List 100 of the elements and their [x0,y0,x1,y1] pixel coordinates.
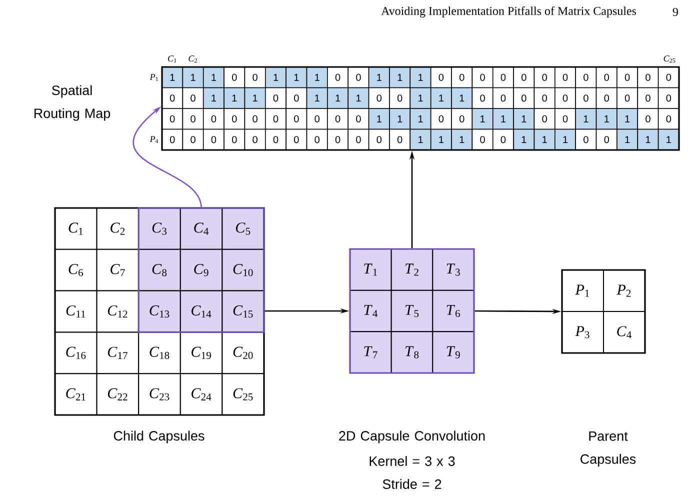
matrix-cell: 0 [265,87,286,109]
matrix-cell: 0 [596,87,618,109]
capsule-cell: C$_{1}$ [54,208,98,250]
matrix-cell: 1 [389,108,411,130]
capsule-cell: C$_{7}$ [96,248,140,292]
matrix-cell: 0 [492,87,514,109]
matrix-cell: 1 [554,128,576,150]
matrix-cell: 0 [182,128,204,150]
matrix-cell: 0 [596,66,618,88]
matrix-cell: 0 [658,108,680,130]
matrix-cell: 0 [202,108,224,130]
capsule-cell: C$_{25}$ [222,373,264,416]
matrix-cell: 1 [616,108,638,130]
matrix-cell: 0 [348,128,370,150]
matrix-cell: 0 [658,66,680,88]
capsule-cell: C$_{24}$ [180,373,223,416]
matrix-cell: 0 [182,108,204,130]
capsule-cell: P$_{2}$ [603,270,646,312]
matrix-cell: 0 [244,66,266,88]
capsule-cell: T$_{8}$ [390,331,434,374]
matrix-cell: 0 [430,108,452,130]
capsule-cell: T$_{6}$ [432,290,474,332]
node-label: Child Capsules [114,430,204,444]
capsule-cell: C$_{9}$ [180,248,223,292]
capsule-cell: C$_{22}$ [96,373,140,416]
matrix-cell: 0 [616,66,638,88]
matrix-cell: 1 [410,108,432,130]
parent-grid [561,269,646,354]
matrix-cell: 1 [513,108,535,130]
matrix-cell: 0 [451,108,473,130]
capsule-cell: T$_{5}$ [390,290,434,332]
matrix-cell: 1 [306,66,328,88]
capsule-cell: T$_{1}$ [350,248,392,291]
capsule-cell: C$_{10}$ [222,248,264,292]
capsule-cell: T$_{9}$ [432,331,474,374]
capsule-cell: T$_{7}$ [350,331,392,374]
capsule-cell: C$_{16}$ [54,332,98,374]
matrix-cell: 1 [182,66,204,88]
matrix-cell: 0 [265,108,286,130]
node-label: 2D Capsule Convolution [339,430,485,444]
matrix-cell: 0 [286,108,308,130]
matrix-cell: 0 [162,128,184,150]
matrix-cell: 0 [224,128,246,150]
matrix-cell: 1 [410,87,432,109]
matrix-cell: 1 [575,108,597,130]
kernel-window [138,207,265,333]
matrix-cell: 0 [327,108,349,130]
matrix-cell: 0 [224,66,246,88]
matrix-cell: 1 [596,108,618,130]
matrix-cell: 1 [451,128,473,150]
matrix-cell: 1 [616,128,638,150]
matrix-cell: 1 [410,128,432,150]
capsule-cell: C$_{17}$ [96,332,140,374]
capsule-cell: C$_{18}$ [138,332,181,374]
matrix-cell: 0 [472,66,494,88]
matrix-cell: 0 [658,87,680,109]
capsule-cell: C$_{11}$ [54,290,98,333]
matrix-cell: 0 [348,66,370,88]
matrix-cell: 0 [637,87,659,109]
matrix-cell: 1 [368,66,390,88]
matrix-cell: 0 [265,128,286,150]
matrix-cell: 1 [637,128,659,150]
matrix-cell: 0 [554,87,576,109]
capsule-cell: C$_{21}$ [54,373,98,416]
capsule-cell: C$_{5}$ [222,208,264,250]
capsule-cell: C$_{6}$ [54,248,98,292]
matrix-cell: 0 [637,108,659,130]
matrix-cell: 0 [389,87,411,109]
matrix-cell: 0 [327,66,349,88]
kernel-grid [349,248,475,374]
matrix-cell: 1 [327,87,349,109]
capsule-cell: T$_{2}$ [390,248,434,291]
page-number: 9 [672,8,678,16]
matrix-cell: 1 [389,66,411,88]
capsule-cell: C$_{2}$ [96,208,140,250]
matrix-cell: 0 [182,87,204,109]
capsule-grid [54,207,265,416]
matrix-cell: 0 [286,87,308,109]
matrix-cell: 1 [534,128,556,150]
matrix-cell: 0 [575,87,597,109]
matrix-cell: 0 [534,108,556,130]
capsule-cell: C$_{4}$ [180,208,223,250]
matrix-cell: 0 [348,108,370,130]
matrix-cell: 0 [430,66,452,88]
matrix-cell: 0 [306,108,328,130]
matrix-cell: 1 [472,108,494,130]
matrix-cell: 0 [162,87,184,109]
matrix-cell: 1 [348,87,370,109]
capsule-cell: C$_{20}$ [222,332,264,374]
capsule-cell: C$_{3}$ [138,208,181,250]
matrix-cell: 0 [389,128,411,150]
capsule-cell: C$_{19}$ [180,332,223,374]
matrix-cell: 0 [492,128,514,150]
matrix-cell: 1 [162,66,184,88]
routing-map-table [161,66,680,151]
matrix-cell: 0 [368,87,390,109]
capsule-cell: T$_{4}$ [350,290,392,332]
matrix-cell: 1 [410,66,432,88]
capsule-cell: C$_{13}$ [138,290,181,333]
node-label: Spatial Routing Map [34,85,110,121]
